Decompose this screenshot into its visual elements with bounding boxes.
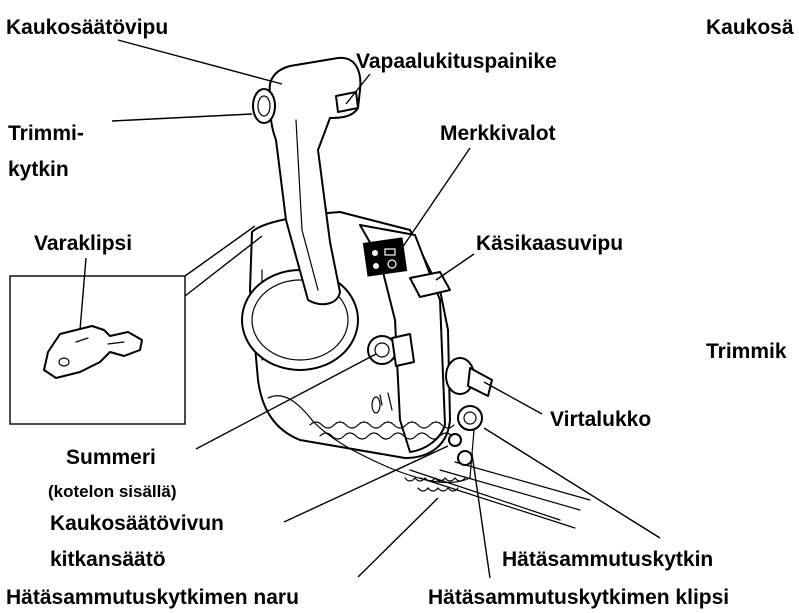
- leader-stop-switch: [483, 427, 661, 539]
- label-cut-right-top: Kaukosä: [706, 16, 794, 39]
- leader-lines: [79, 39, 661, 579]
- label-stop-switch: Hätäsammutuskytkin: [502, 548, 713, 571]
- leader-trim-switch: [111, 113, 253, 122]
- label-hand-throttle: Käsikaasuvipu: [476, 232, 623, 255]
- label-friction-adjuster-line2: kitkansäätö: [50, 548, 166, 571]
- label-buzzer: Summeri: [66, 446, 156, 469]
- label-remote-lever: Kaukosäätövipu: [6, 16, 168, 39]
- spare-clip-inset: [9, 225, 263, 425]
- label-cut-right-mid: Trimmik: [706, 340, 787, 363]
- leader-buzzer: [195, 353, 377, 450]
- leader-indicator-lights: [401, 147, 471, 249]
- leader-hand-throttle: [435, 253, 475, 281]
- label-buzzer-note: (kotelon sisällä): [48, 482, 176, 501]
- remote-control-box-illustration: [241, 56, 591, 529]
- label-indicator-lights: Merkkivalot: [440, 122, 556, 145]
- leader-friction-adjuster: [283, 445, 449, 523]
- label-stop-clip: Hätäsammutuskytkimen klipsi: [428, 586, 729, 609]
- label-friction-adjuster-line1: Kaukosäätövivun: [50, 512, 224, 535]
- leader-stop-lanyard: [357, 497, 439, 578]
- label-trim-switch-line2: kytkin: [8, 158, 69, 181]
- label-stop-lanyard: Hätäsammutuskytkimen naru: [6, 586, 299, 609]
- label-free-accel-button: Vapaalukituspainike: [356, 50, 557, 73]
- leader-remote-lever: [117, 39, 283, 85]
- leader-free-accel-button: [345, 73, 371, 105]
- label-trim-switch-line1: Trimmi-: [8, 122, 84, 145]
- label-main-switch: Virtalukko: [550, 408, 651, 431]
- leader-main-switch: [483, 381, 543, 415]
- leader-spare-clip: [79, 257, 87, 331]
- labels: Kaukosäätövipu Vapaalukituspainike Trimm…: [6, 16, 794, 609]
- label-spare-clip: Varaklipsi: [34, 232, 132, 255]
- leader-stop-clip: [471, 453, 491, 579]
